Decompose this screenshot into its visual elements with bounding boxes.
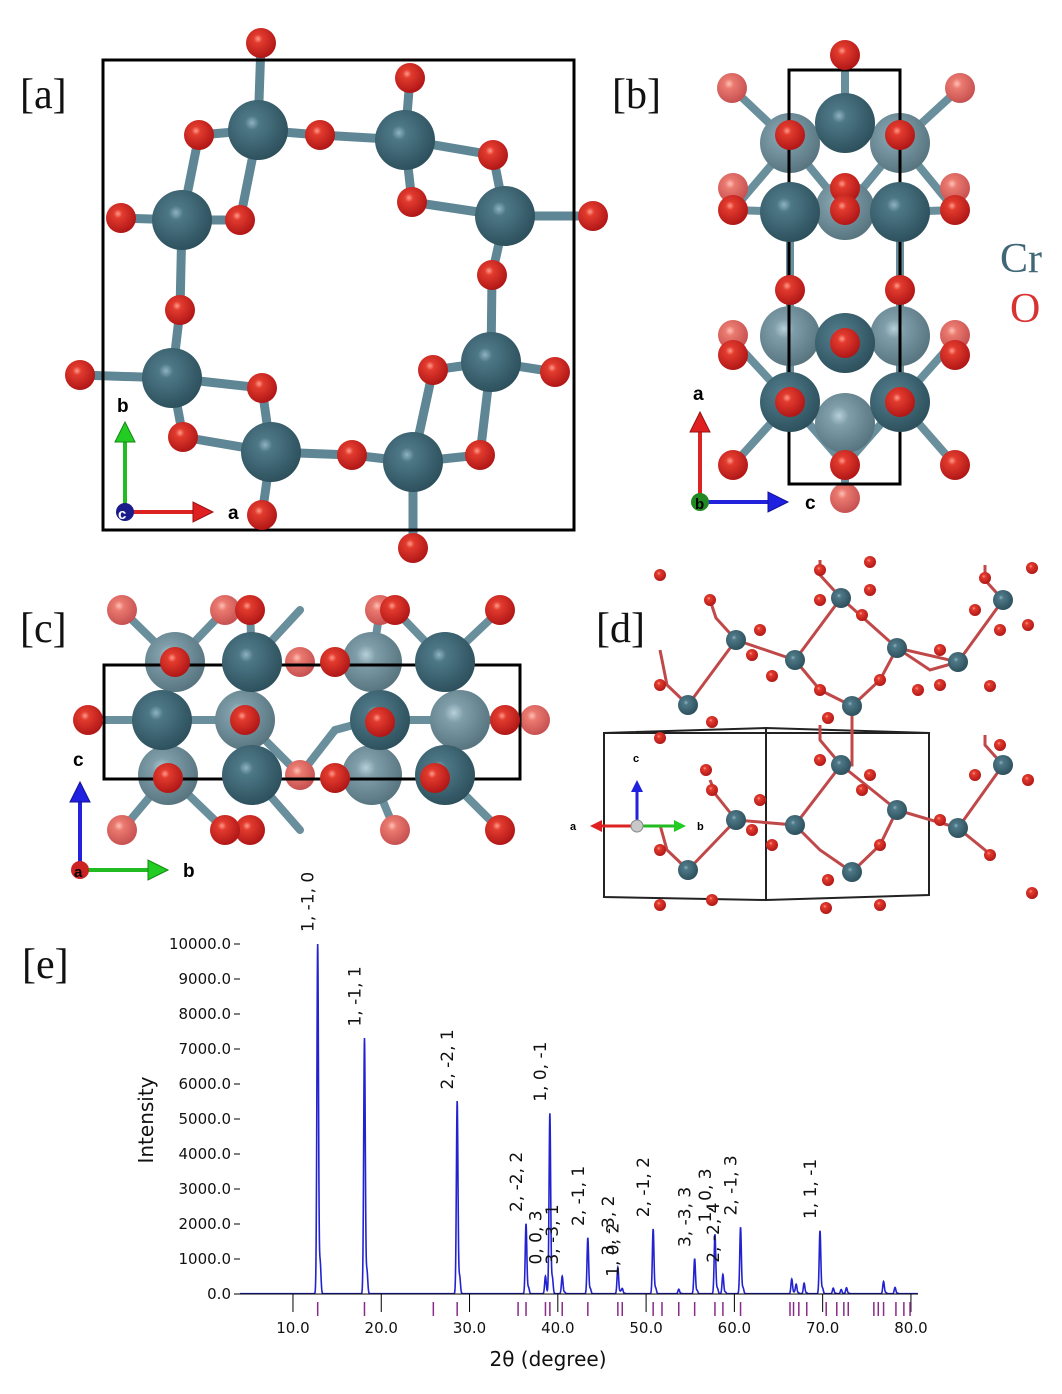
xrd-peak-label: 2, -2, 4 (704, 1203, 724, 1263)
panel-a-cr-atoms (142, 100, 535, 492)
xrd-x-tick-label: 40.0 (541, 1319, 574, 1337)
panel-d-o-atoms (654, 556, 1038, 914)
xrd-reflection-ticks (316, 1302, 911, 1316)
xrd-peak-label: 3, -3, 3 (676, 1187, 696, 1247)
panel-a-o-atoms (65, 28, 608, 563)
panel-a-crystal-view: [a] (20, 28, 608, 563)
xrd-y-tick-label: 6000.0 (179, 1075, 232, 1093)
panel-a-bonds (75, 38, 598, 553)
panel-c-axis-b-label: b (183, 861, 195, 882)
panel-c-axis-c-label: c (73, 750, 84, 771)
xrd-peak-label: 2, -1, 3 (722, 1155, 742, 1215)
xrd-x-tick-label: 70.0 (806, 1319, 839, 1337)
xrd-x-axis-title: 2θ (degree) (489, 1347, 606, 1371)
panel-c-axes-triad: c b a (69, 750, 195, 882)
panel-a-axes-triad: b a c (114, 396, 239, 524)
xrd-x-tick-label: 80.0 (894, 1319, 927, 1337)
xrd-y-tick-label: 3000.0 (179, 1180, 232, 1198)
xrd-y-ticks: 0.0 1000.0 2000.0 3000.0 4000.0 5000.0 6000.0 7… (169, 935, 240, 1303)
panel-b-crystal-view: [b] (612, 40, 975, 514)
xrd-y-tick-label: 9000.0 (179, 970, 232, 988)
xrd-peak-label: 3, -3, 2 (599, 1196, 619, 1256)
xrd-x-tick-label: 30.0 (453, 1319, 486, 1337)
panel-e-xrd-chart: [e] 0.0 1000.0 2000.0 3000.0 4000.0 5000.0 600… (22, 872, 928, 1371)
xrd-y-tick-label: 7000.0 (179, 1040, 232, 1058)
xrd-peak-label: 2, -2, 2 (507, 1152, 527, 1212)
xrd-y-tick-label: 4000.0 (179, 1145, 232, 1163)
xrd-peak-label: 1, 0, 3 (696, 1168, 716, 1222)
panel-b-axis-b-label: b (695, 496, 704, 513)
xrd-x-ticks: 10.0 20.0 30.0 40.0 50.0 60.0 70.0 80.0 (276, 1294, 928, 1337)
panel-b-label: [b] (612, 72, 661, 118)
panel-c-axis-a-label: a (74, 864, 83, 881)
panel-b-axis-a-label: a (693, 384, 704, 405)
panel-d-label: [d] (596, 606, 645, 652)
panel-b-axis-c-label: c (805, 493, 816, 514)
panel-d-axis-a-label: a (570, 821, 577, 833)
xrd-peak-label: 1, 1, -1 (801, 1159, 821, 1219)
xrd-x-tick-label: 20.0 (365, 1319, 398, 1337)
xrd-peak-label: 1, -1, 1 (345, 966, 365, 1026)
panel-b-axes-triad: a c b (689, 384, 816, 514)
panel-d-axis-b-label: b (697, 821, 704, 833)
xrd-peak-label: 2, -2, 1 (438, 1029, 458, 1089)
xrd-y-tick-label: 10000.0 (169, 935, 231, 953)
xrd-peak-label: 1, 0, -1 (531, 1042, 551, 1102)
element-legend: Cr O (1000, 236, 1042, 332)
xrd-peak-label: 2, -1, 2 (634, 1157, 654, 1217)
panel-d-cell-box (603, 726, 930, 902)
panel-c-front-atoms (73, 595, 520, 845)
legend-cr: Cr (1000, 236, 1042, 282)
xrd-peak-label: 3, -3, 1 (543, 1204, 563, 1264)
panel-d-axes-triad: a b c (570, 753, 704, 833)
panel-a-axis-c-label: c (118, 506, 126, 523)
panel-b-front-atoms (718, 40, 970, 480)
legend-o: O (1010, 286, 1040, 332)
panel-a-axis-a-label: a (228, 503, 239, 524)
panel-d-cr-atoms (678, 588, 1013, 882)
xrd-x-tick-label: 50.0 (629, 1319, 662, 1337)
panel-d-axis-c-label: c (633, 753, 639, 765)
panel-a-axis-b-label: b (117, 396, 129, 417)
xrd-x-tick-label: 10.0 (276, 1319, 309, 1337)
xrd-y-tick-label: 8000.0 (179, 1005, 232, 1023)
xrd-y-tick-label: 5000.0 (179, 1110, 232, 1128)
panel-a-label: [a] (20, 72, 67, 118)
xrd-y-tick-label: 1000.0 (179, 1250, 232, 1268)
panel-e-label: [e] (22, 942, 69, 988)
xrd-peak-label: 1, 0, 2 (603, 1223, 623, 1277)
panel-a-unit-cell (101, 58, 576, 532)
xrd-peak-labels: 1, -1, 0 1, -1, 1 2, -2, 1 2, -2, 20, 0, 3 1… (299, 872, 821, 1277)
xrd-y-tick-label: 2000.0 (179, 1215, 232, 1233)
xrd-y-axis-title: Intensity (134, 1076, 158, 1163)
xrd-peak-label: 1, -1, 0 (299, 872, 319, 932)
panel-c-unit-cell (102, 663, 522, 781)
xrd-peak-label: 0, 0, 3 (526, 1210, 546, 1264)
xrd-peak-label: 2, -1, 1 (569, 1166, 589, 1226)
panel-d-crystal-view: [d] (570, 556, 1038, 914)
panel-c-label: [c] (20, 606, 67, 652)
xrd-y-tick-label: 0.0 (207, 1285, 231, 1303)
panel-c-crystal-view: [c] (20, 595, 550, 882)
xrd-x-tick-label: 60.0 (718, 1319, 751, 1337)
xrd-pattern-line (240, 943, 918, 1295)
